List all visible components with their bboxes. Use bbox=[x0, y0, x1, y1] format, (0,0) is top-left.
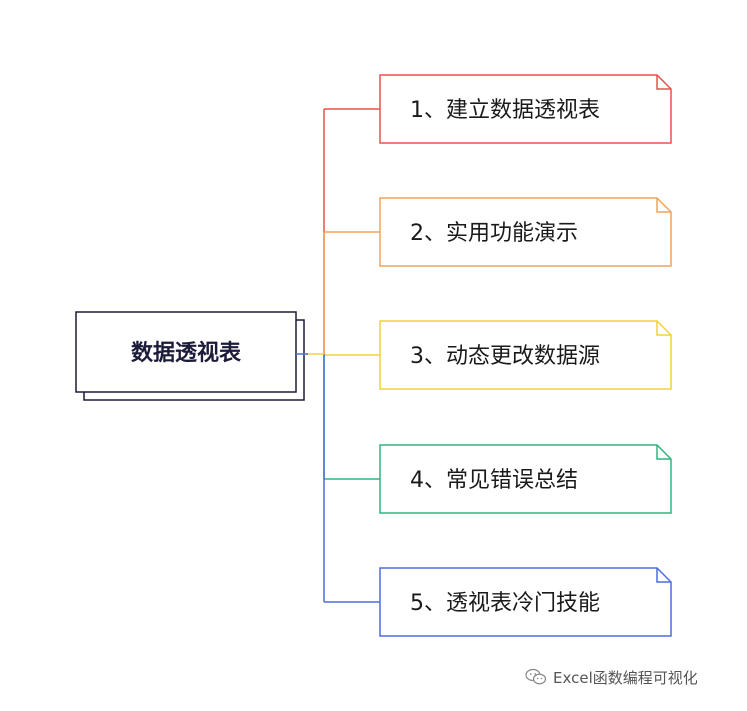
branch-node-card bbox=[379, 567, 672, 637]
folded-corner bbox=[656, 321, 671, 336]
branch-node-card bbox=[379, 197, 672, 267]
branch-nodes: 1、建立数据透视表 2、实用功能演示 3、动态更改数据源 4、常见错误总结 5、透视表冷… bbox=[379, 74, 672, 637]
branch-node-4[interactable]: 4、常见错误总结 bbox=[379, 444, 672, 514]
branch-node-label: 4、常见错误总结 bbox=[410, 468, 578, 493]
branch-node-card bbox=[379, 74, 672, 144]
branch-node-card bbox=[379, 320, 672, 390]
connectors bbox=[296, 108, 380, 603]
branch-node-2[interactable]: 2、实用功能演示 bbox=[379, 197, 672, 267]
watermark-text: Excel函数编程可视化 bbox=[553, 668, 698, 687]
branch-node-label: 3、动态更改数据源 bbox=[410, 344, 600, 369]
root-node[interactable]: 数据透视表 bbox=[75, 311, 305, 401]
branch-node-label: 5、透视表冷门技能 bbox=[410, 591, 600, 616]
folded-corner bbox=[656, 445, 671, 460]
branch-node-card bbox=[379, 444, 672, 514]
folded-corner bbox=[656, 75, 671, 90]
root-node-card bbox=[75, 311, 297, 393]
branch-node-1[interactable]: 1、建立数据透视表 bbox=[379, 74, 672, 144]
branch-node-5[interactable]: 5、透视表冷门技能 bbox=[379, 567, 672, 637]
branch-node-label: 2、实用功能演示 bbox=[410, 221, 578, 246]
folded-corner bbox=[656, 198, 671, 213]
folded-corner bbox=[656, 568, 671, 583]
branch-node-label: 1、建立数据透视表 bbox=[410, 98, 600, 123]
wechat-icon bbox=[525, 668, 547, 685]
watermark: Excel函数编程可视化 bbox=[525, 666, 698, 688]
root-node-label: 数据透视表 bbox=[131, 340, 242, 366]
branch-node-3[interactable]: 3、动态更改数据源 bbox=[379, 320, 672, 390]
